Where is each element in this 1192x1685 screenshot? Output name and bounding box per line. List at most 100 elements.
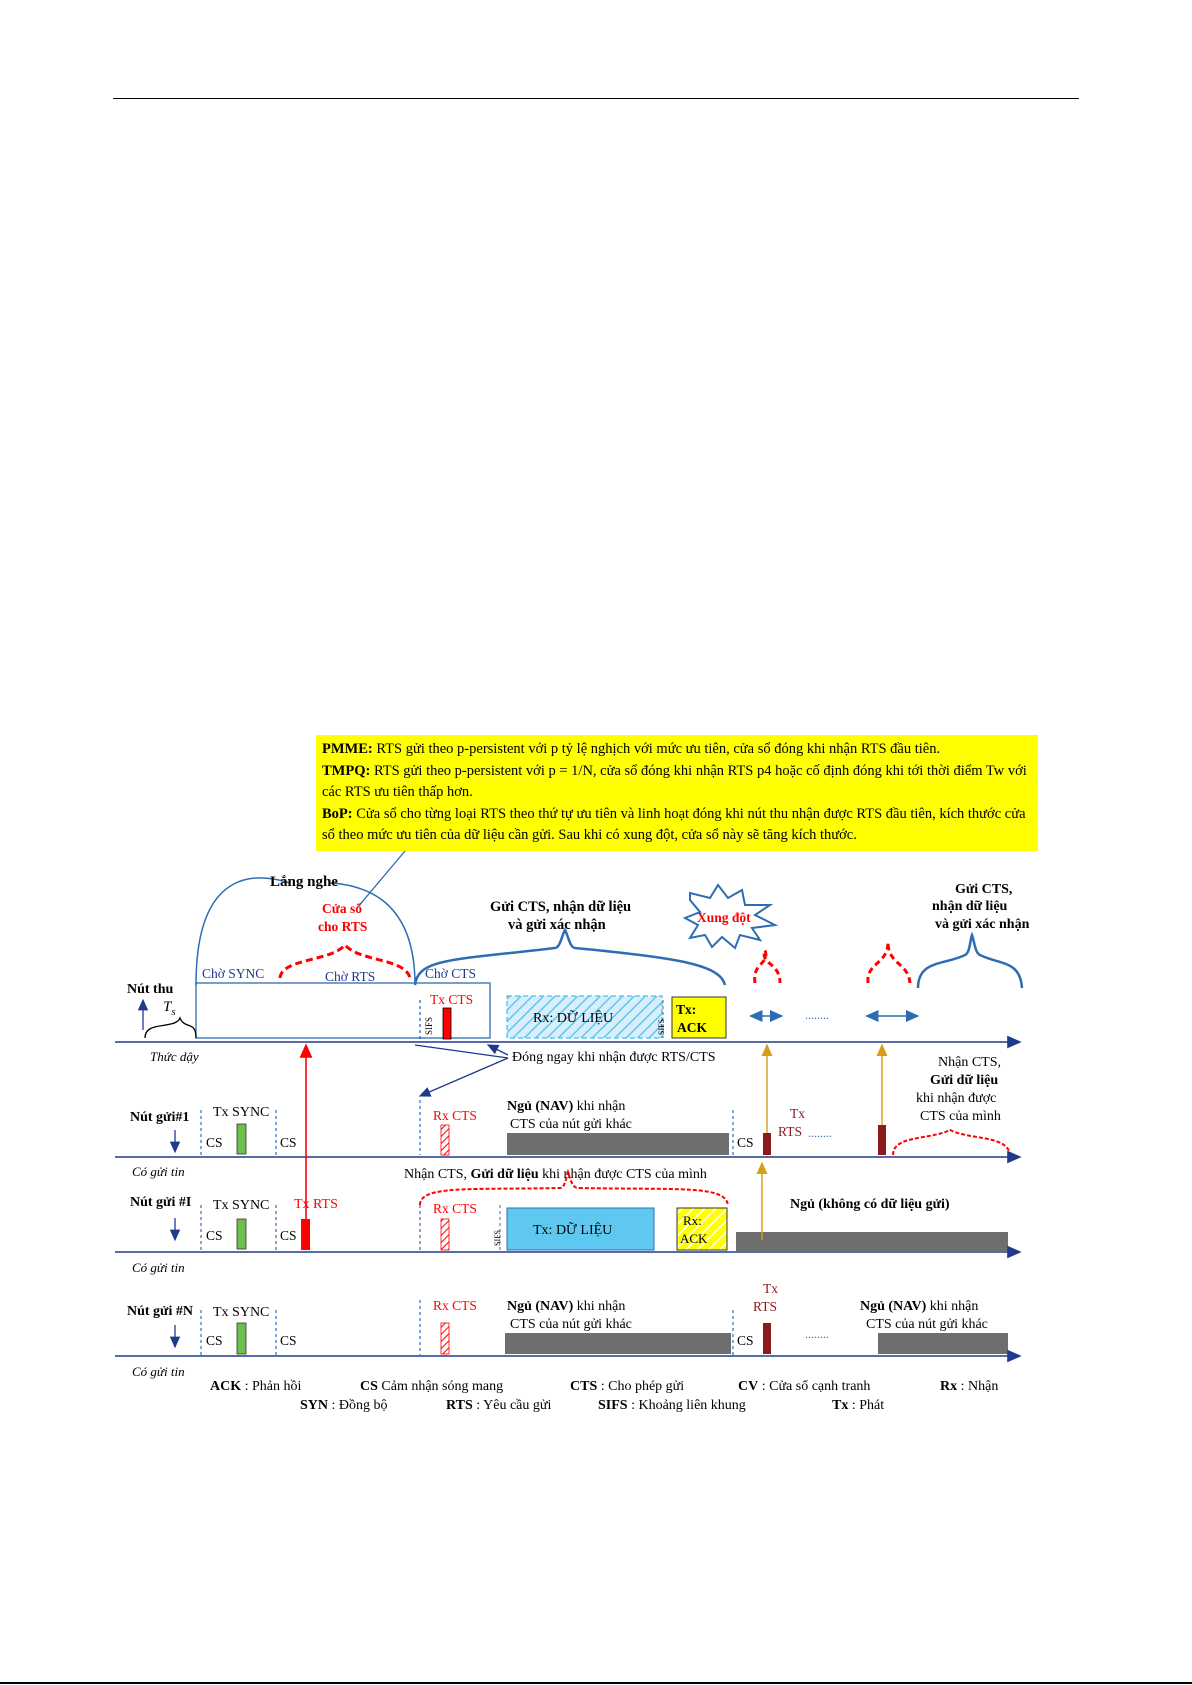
receiver-listen-frame: [195, 982, 491, 1039]
sender-n-dots: ........: [805, 1327, 829, 1341]
sender-i-has-msg: Có gửi tin: [132, 1260, 185, 1275]
sender-1-nav-label-2: CTS của nút gửi khác: [510, 1117, 632, 1132]
sender-i-sleep-bar: [736, 1232, 1008, 1251]
close-arrow-link: [414, 1044, 509, 1059]
recv-cts-right-4: CTS của mình: [920, 1109, 1001, 1124]
wait-cts-label: Chờ CTS: [425, 966, 476, 981]
sender-n-nav-right: Ngủ (NAV) khi nhận: [860, 1299, 978, 1314]
note-tmpq: TMPQ: RTS gửi theo p-persistent với p = …: [322, 762, 1027, 801]
sender-i-cs-1: CS: [206, 1228, 223, 1243]
rx-ack-label-2: ACK: [680, 1231, 708, 1246]
legend-ack: ACK : Phản hồi: [210, 1379, 302, 1394]
sender-n-sleep-bar: [505, 1333, 731, 1354]
sender-i-tx-rts-label: Tx RTS: [294, 1197, 338, 1212]
sender-n-rts-label: RTS: [753, 1299, 777, 1314]
receiver-node-label: Nút thu: [127, 982, 174, 997]
legend-tx: Tx : Phát: [832, 1398, 884, 1413]
retry-brace-1: [753, 945, 782, 984]
sender-1-tx-label: Tx: [790, 1106, 805, 1121]
legend-sifs: SIFS : Khoảng liên khung: [598, 1398, 746, 1413]
legend-cs: CS Cảm nhận sóng mang: [360, 1379, 503, 1394]
send-cts-right-1: Gửi CTS,: [955, 882, 1012, 897]
legend: ACK : Phản hồi CS Cảm nhận sóng mang CTS…: [210, 1379, 998, 1413]
sender-i-sleep-label: Ngủ (không có dữ liệu gửi): [790, 1197, 950, 1212]
wait-sync-label: Chờ SYNC: [202, 966, 264, 981]
collision-label: Xung đột: [697, 910, 751, 925]
sender-1-sleep-bar: [507, 1133, 729, 1155]
legend-rx: Rx : Nhận: [940, 1379, 998, 1394]
recv-right-brace: [892, 1128, 1011, 1156]
tx-ack-label-1: Tx:: [676, 1002, 696, 1017]
sender-n-cs-1: CS: [206, 1333, 223, 1348]
rx-ack-block: [676, 1207, 728, 1251]
sender-i-tx-sync: Tx SYNC: [213, 1198, 269, 1213]
ts-label: Ts: [163, 999, 176, 1018]
sender-1-tx-sync: Tx SYNC: [213, 1105, 269, 1120]
rx-sifs-label: SIFS: [657, 1019, 666, 1035]
recv-cts-right-3: khi nhận được: [916, 1091, 996, 1106]
sender-i-rx-cts-bar: [440, 1218, 450, 1251]
header-rule: [113, 98, 1079, 99]
note-pmme: PMME: RTS gửi theo p-persistent với p tỷ…: [322, 741, 941, 757]
close-window-label: Đóng ngay khi nhận được RTS/CTS: [512, 1050, 716, 1065]
listen-curve-left: [195, 877, 291, 986]
tx-data-block: [506, 1207, 655, 1251]
sender-n-rx-cts: Rx CTS: [433, 1298, 477, 1313]
close-arrow-up: [486, 1044, 509, 1056]
sender-n-tx-rts-bar: [763, 1323, 771, 1354]
sender-1-cs-2: CS: [280, 1135, 297, 1150]
legend-syn: SYN : Đồng bộ: [300, 1398, 388, 1413]
send-cts-right-3: và gửi xác nhận: [935, 917, 1030, 932]
rx-data-label: Rx: DỮ LIỆU: [533, 1009, 613, 1026]
receiver-sifs-label: SIFS: [424, 1017, 434, 1035]
send-cts-label-2: và gửi xác nhận: [508, 917, 606, 933]
cts-brace: [413, 927, 727, 986]
sender-1-sync-bar: [236, 1123, 247, 1155]
sender-n-cs-2: CS: [280, 1333, 297, 1348]
collision-star: [682, 883, 779, 950]
note-bop: BoP: Cửa sổ cho từng loại RTS theo thứ t…: [322, 805, 1026, 844]
recv-cts-right-2: Gửi dữ liệu: [930, 1073, 998, 1088]
sender-1-cs-3: CS: [737, 1135, 754, 1150]
sender-i-brace: [419, 1168, 729, 1206]
sender-1-tx-rts-bar: [763, 1133, 771, 1155]
sender-1-has-msg: Có gửi tin: [132, 1164, 185, 1179]
callout-line: [356, 850, 406, 909]
close-arrow-down: [418, 1057, 509, 1097]
sender-n-nav-label: Ngủ (NAV) khi nhận: [507, 1299, 625, 1314]
tx-ack-label-2: ACK: [677, 1020, 707, 1035]
sender-n-tx-label: Tx: [763, 1281, 778, 1296]
wait-rts-label: Chờ RTS: [325, 969, 375, 984]
sender-1-cs-1: CS: [206, 1135, 223, 1150]
tx-cts-label: Tx CTS: [430, 992, 473, 1007]
sender-n-sleep-bar-2: [878, 1333, 1008, 1354]
rx-data-block: [506, 995, 663, 1039]
send-cts-label-1: Gửi CTS, nhận dữ liệu: [490, 899, 631, 915]
sender-n-nav-label-2: CTS của nút gửi khác: [510, 1317, 632, 1332]
tx-cts-bar: [442, 1007, 452, 1040]
legend-rts: RTS : Yêu cầu gửi: [446, 1398, 551, 1413]
recv-cts-right-1: Nhận CTS,: [938, 1055, 1001, 1070]
tx-data-label: Tx: DỮ LIỆU: [533, 1221, 612, 1238]
legend-cv: CV : Cửa sổ cạnh tranh: [738, 1379, 870, 1394]
rts-window-label-1: Cửa sổ: [322, 901, 362, 916]
sender-n-has-msg: Có gửi tin: [132, 1364, 185, 1379]
sender-n-label: Nút gửi #N: [127, 1304, 193, 1319]
rts-window-label-2: cho RTS: [318, 919, 367, 934]
sender-1-tx-rts-bar-2: [878, 1125, 886, 1155]
sender-1-rx-cts: Rx CTS: [433, 1108, 477, 1123]
cts-brace-right: [916, 931, 1024, 989]
sender-n-nav-right-2: CTS của nút gửi khác: [866, 1317, 988, 1332]
sender-n-rx-cts-bar: [440, 1322, 450, 1355]
sender-1-rts-label: RTS: [778, 1124, 802, 1139]
sender-1-nav-label: Ngủ (NAV) khi nhận: [507, 1099, 625, 1114]
sender-i-tx-rts-bar: [301, 1219, 310, 1250]
listen-label: Lắng nghe: [270, 874, 338, 890]
sender-n-tx-sync: Tx SYNC: [213, 1305, 269, 1320]
receiver-dots: ........: [805, 1008, 829, 1022]
sender-i-cs-2: CS: [280, 1228, 297, 1243]
tx-ack-block: [671, 996, 727, 1039]
sender-i-note: Nhận CTS, Gửi dữ liệu khi nhận được CTS …: [404, 1167, 707, 1182]
sender-n-cs-3: CS: [737, 1333, 754, 1348]
